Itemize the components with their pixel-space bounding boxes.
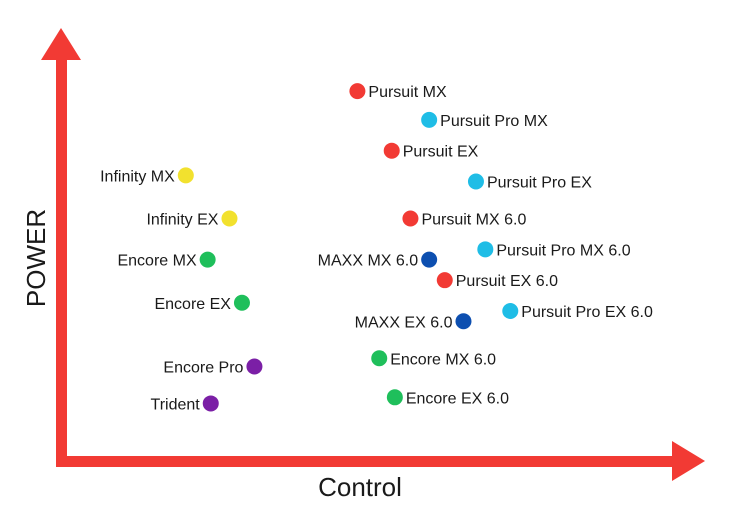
point-label: Pursuit EX 6.0	[456, 273, 558, 290]
point-label: Pursuit MX	[368, 84, 447, 101]
y-axis-arrowhead	[41, 28, 81, 60]
point-marker	[246, 358, 263, 375]
point-marker	[386, 389, 403, 406]
point-label: MAXX EX 6.0	[355, 314, 453, 331]
point-marker	[402, 210, 419, 227]
x-axis-arrowhead	[672, 441, 705, 481]
point-marker	[202, 395, 219, 412]
point-label: Encore Pro	[163, 359, 243, 376]
point-label: Pursuit MX 6.0	[421, 212, 526, 229]
x-axis-line	[56, 456, 682, 467]
point-marker	[436, 272, 453, 289]
point-label: Trident	[151, 396, 201, 413]
point-label: Encore MX	[117, 253, 196, 270]
data-points: Pursuit MX Pursuit Pro MX Pursuit EX Pursui…	[100, 83, 653, 413]
point-label: Infinity MX	[100, 168, 175, 185]
y-axis-line	[56, 50, 67, 467]
point-marker	[421, 251, 438, 268]
point-label: Pursuit Pro MX	[440, 113, 548, 130]
point-label: Encore EX 6.0	[406, 390, 509, 407]
point-marker	[502, 302, 519, 319]
point-marker	[455, 313, 472, 330]
point-label: Encore MX 6.0	[390, 351, 496, 368]
point-marker	[371, 350, 388, 367]
point-marker	[221, 210, 238, 227]
point-label: Encore EX	[154, 296, 231, 313]
point-marker	[199, 251, 216, 268]
point-label: Pursuit Pro EX	[487, 175, 592, 192]
point-label: Infinity EX	[146, 212, 218, 229]
y-axis-title: POWER	[21, 209, 51, 307]
x-axis-title: Control	[318, 472, 402, 502]
point-marker	[177, 167, 194, 184]
point-marker	[421, 111, 438, 128]
point-label: MAXX MX 6.0	[318, 253, 419, 270]
point-marker	[477, 241, 494, 258]
point-label: Pursuit Pro MX 6.0	[496, 242, 630, 259]
point-marker	[233, 294, 250, 311]
point-marker	[383, 142, 400, 159]
axes	[41, 28, 705, 481]
point-marker	[349, 83, 366, 100]
point-label: Pursuit EX	[403, 144, 479, 161]
point-marker	[467, 173, 484, 190]
point-label: Pursuit Pro EX 6.0	[521, 304, 653, 321]
